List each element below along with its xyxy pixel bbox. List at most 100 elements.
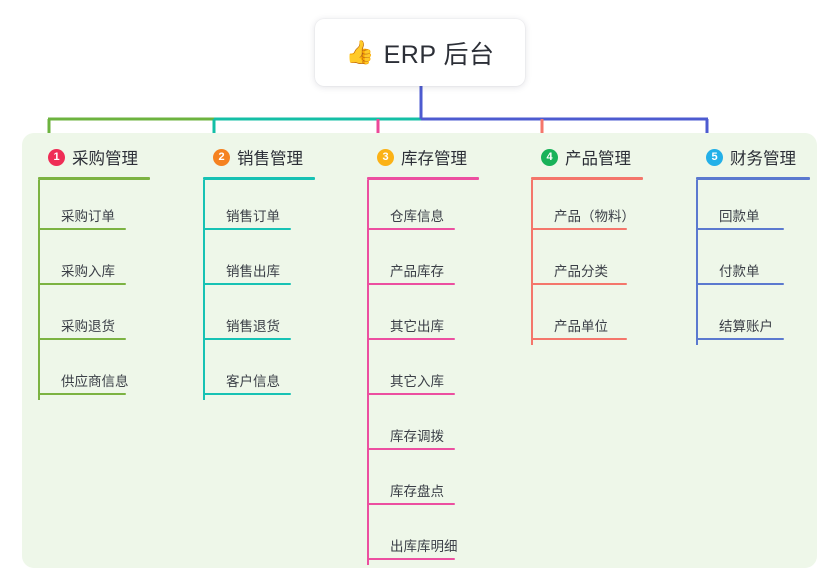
leaf-item-label: 其它入库 (390, 374, 444, 389)
leaf-item-label: 库存调拨 (390, 429, 444, 444)
leaf-list-4: 产品（物料） 产品分类产品单位 (531, 180, 681, 345)
leaf-item-rule (696, 283, 784, 285)
branch-header-4[interactable]: 4 产品管理 (531, 145, 681, 169)
leaf-item[interactable]: 库存盘点 (367, 455, 517, 510)
leaf-item-label: 其它出库 (390, 319, 444, 334)
leaf-item-rule (531, 228, 627, 230)
leaf-item[interactable]: 产品库存 (367, 235, 517, 290)
branch-rule-1 (38, 177, 150, 180)
leaf-item[interactable]: 付款单 (696, 235, 826, 290)
leaf-item-rule (203, 393, 291, 395)
leaf-item-label: 采购订单 (61, 209, 115, 224)
leaf-item-rule (38, 228, 126, 230)
leaf-item[interactable]: 客户信息 (203, 345, 353, 400)
leaf-item[interactable]: 采购订单 (38, 180, 188, 235)
leaf-rail-4 (531, 180, 533, 345)
leaf-item-label: 产品（物料） (554, 209, 635, 224)
leaf-item-rule (367, 448, 455, 450)
branch-badge-2: 2 (213, 148, 230, 166)
leaf-list-5: 回款单付款单结算账户 (696, 180, 826, 345)
leaf-item-rule (367, 228, 455, 230)
leaf-item-rule (696, 338, 784, 340)
branch-column-2: 2 销售管理销售订单销售出库销售退货客户信息 (203, 145, 353, 400)
leaf-item-label: 销售订单 (226, 209, 280, 224)
leaf-item[interactable]: 采购入库 (38, 235, 188, 290)
branch-rule-5 (696, 177, 810, 180)
leaf-item-rule (531, 338, 627, 340)
branch-column-3: 3 库存管理仓库信息产品库存其它出库其它入库库存调拨库存盘点出库库明细 (367, 145, 517, 565)
leaf-item-rule (38, 283, 126, 285)
leaf-item[interactable]: 销售出库 (203, 235, 353, 290)
leaf-item-rule (367, 283, 455, 285)
branch-title-5: 财务管理 (730, 150, 796, 168)
branch-header-1[interactable]: 1 采购管理 (38, 145, 188, 169)
leaf-list-2: 销售订单销售出库销售退货客户信息 (203, 180, 353, 400)
leaf-item-label: 销售出库 (226, 264, 280, 279)
leaf-item-rule (367, 558, 455, 560)
branch-title-2: 销售管理 (237, 150, 303, 168)
branch-column-4: 4 产品管理产品（物料） 产品分类产品单位 (531, 145, 681, 345)
leaf-item-label: 产品单位 (554, 319, 608, 334)
branch-rule-3 (367, 177, 479, 180)
branch-badge-4: 4 (541, 148, 558, 166)
leaf-item[interactable]: 产品（物料） (531, 180, 681, 235)
leaf-item-rule (38, 338, 126, 340)
branch-badge-1: 1 (48, 148, 65, 166)
leaf-rail-1 (38, 180, 40, 400)
branch-header-5[interactable]: 5 财务管理 (696, 145, 826, 169)
branch-column-5: 5 财务管理回款单付款单结算账户 (696, 145, 826, 345)
branch-header-2[interactable]: 2 销售管理 (203, 145, 353, 169)
branch-rule-4 (531, 177, 643, 180)
leaf-list-1: 采购订单采购入库采购退货供应商信息 (38, 180, 188, 400)
leaf-item-rule (367, 338, 455, 340)
leaf-item-rule (696, 228, 784, 230)
leaf-item-rule (203, 338, 291, 340)
branch-badge-3: 3 (377, 148, 394, 166)
leaf-item-rule (203, 228, 291, 230)
leaf-item[interactable]: 仓库信息 (367, 180, 517, 235)
leaf-item[interactable]: 产品分类 (531, 235, 681, 290)
leaf-item[interactable]: 销售退货 (203, 290, 353, 345)
leaf-item-label: 产品分类 (554, 264, 608, 279)
leaf-rail-3 (367, 180, 369, 565)
leaf-item[interactable]: 出库库明细 (367, 510, 517, 565)
branch-column-1: 1 采购管理采购订单采购入库采购退货供应商信息 (38, 145, 188, 400)
branch-badge-5: 5 (706, 148, 723, 166)
leaf-rail-5 (696, 180, 698, 345)
leaf-item-label: 采购退货 (61, 319, 115, 334)
leaf-item[interactable]: 其它入库 (367, 345, 517, 400)
leaf-item-label: 产品库存 (390, 264, 444, 279)
leaf-item-rule (203, 283, 291, 285)
leaf-item[interactable]: 库存调拨 (367, 400, 517, 455)
root-node-text: ERP 后台 (383, 40, 495, 69)
leaf-item[interactable]: 供应商信息 (38, 345, 188, 400)
leaf-item[interactable]: 产品单位 (531, 290, 681, 345)
thumbs-up-icon: 👍 (345, 39, 375, 65)
leaf-item[interactable]: 结算账户 (696, 290, 826, 345)
leaf-item-label: 供应商信息 (61, 374, 129, 389)
root-node[interactable]: 👍 ERP 后台 (315, 19, 525, 86)
leaf-item-rule (38, 393, 126, 395)
leaf-item-rule (367, 393, 455, 395)
leaf-item[interactable]: 回款单 (696, 180, 826, 235)
branch-header-3[interactable]: 3 库存管理 (367, 145, 517, 169)
branch-title-1: 采购管理 (72, 150, 138, 168)
leaf-item[interactable]: 其它出库 (367, 290, 517, 345)
leaf-rail-2 (203, 180, 205, 400)
leaf-item-rule (367, 503, 455, 505)
leaf-item[interactable]: 采购退货 (38, 290, 188, 345)
leaf-item-label: 销售退货 (226, 319, 280, 334)
branch-title-3: 库存管理 (401, 150, 467, 168)
leaf-item-label: 客户信息 (226, 374, 280, 389)
leaf-item-label: 结算账户 (719, 319, 773, 334)
leaf-item-label: 仓库信息 (390, 209, 444, 224)
branch-rule-2 (203, 177, 315, 180)
leaf-item[interactable]: 销售订单 (203, 180, 353, 235)
leaf-item-label: 回款单 (719, 209, 760, 224)
branch-title-4: 产品管理 (565, 150, 631, 168)
leaf-item-label: 出库库明细 (390, 539, 458, 554)
leaf-list-3: 仓库信息产品库存其它出库其它入库库存调拨库存盘点出库库明细 (367, 180, 517, 565)
root-node-label: 👍 ERP 后台 (345, 35, 494, 71)
leaf-item-label: 库存盘点 (390, 484, 444, 499)
